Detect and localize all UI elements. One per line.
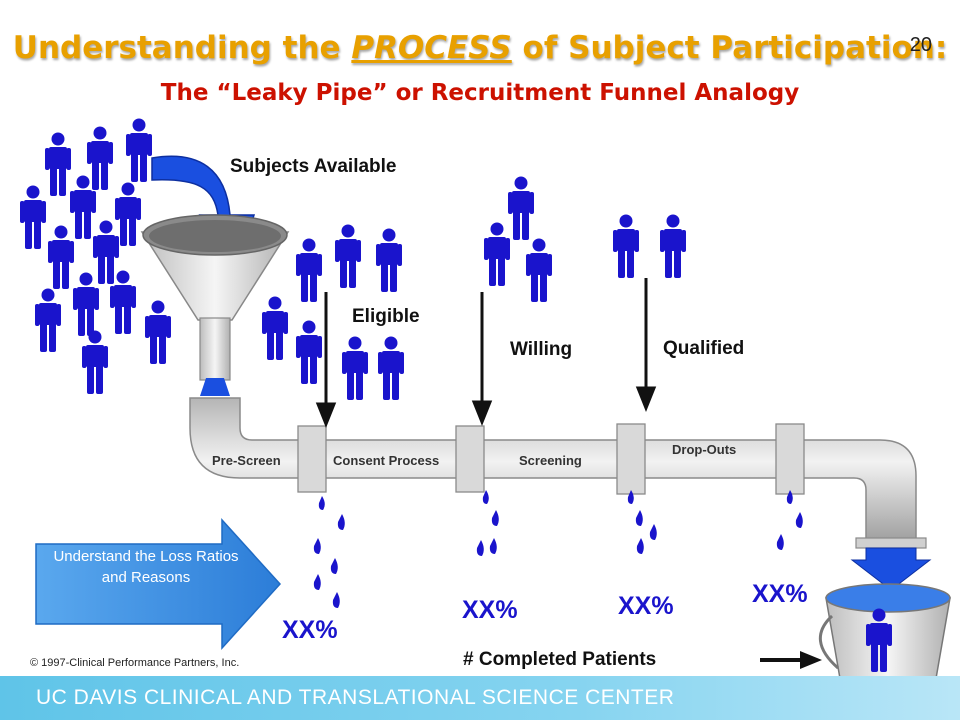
down-arrow-icon [850, 547, 932, 591]
segment-drop-outs: Drop-Outs [672, 442, 737, 457]
footer-text: UC DAVIS CLINICAL AND TRANSLATIONAL SCIE… [36, 686, 675, 709]
person-icon [93, 220, 119, 284]
person-icon [73, 272, 99, 336]
funnel-icon [140, 214, 290, 396]
person-icon [115, 182, 141, 246]
label-qualified: Qualified [663, 338, 745, 359]
segment-pre-screen: Pre-Screen [212, 453, 281, 468]
slide-subtitle: The “Leaky Pipe” or Recruitment Funnel A… [160, 80, 800, 106]
person-icon [484, 222, 510, 286]
person-icon [376, 228, 402, 292]
copyright-text: © 1997-Clinical Performance Partners, In… [30, 657, 240, 669]
water-drop-icon [313, 490, 803, 608]
person-icon [82, 330, 108, 394]
loss-ratio-screening: XX% [618, 592, 674, 620]
person-icon [660, 214, 686, 278]
loss-ratio-pre-screen: XX% [282, 616, 338, 644]
person-icon [296, 238, 322, 302]
person-icon [613, 214, 639, 278]
down-arrow-icon [635, 278, 657, 413]
person-icon [87, 126, 113, 190]
loss-ratio-consent: XX% [462, 596, 518, 624]
person-icon [262, 296, 288, 360]
person-icon [508, 176, 534, 240]
page-number: 20 [909, 34, 932, 56]
person-icon [342, 336, 368, 400]
person-icon [335, 224, 361, 288]
qualified-people [613, 214, 686, 278]
person-icon [126, 118, 152, 182]
person-icon [48, 225, 74, 289]
down-arrow-icon [315, 292, 337, 429]
person-icon [526, 238, 552, 302]
person-icon [296, 320, 322, 384]
footer-bar: UC DAVIS CLINICAL AND TRANSLATIONAL SCIE… [0, 676, 960, 720]
right-arrow-icon [760, 651, 822, 669]
label-eligible: Eligible [352, 306, 420, 327]
person-icon [378, 336, 404, 400]
right-arrow-icon [35, 518, 282, 650]
label-willing: Willing [510, 339, 573, 360]
crowd-of-people [20, 118, 171, 394]
bucket-icon [818, 583, 951, 691]
callout-text: Understand the Loss Ratios and Reasons [53, 548, 239, 586]
down-arrow-icon [471, 292, 493, 427]
label-subjects-available: Subjects Available [230, 156, 397, 177]
loss-ratio-drop-outs: XX% [752, 580, 808, 608]
person-icon [145, 300, 171, 364]
segment-screening: Screening [519, 453, 582, 468]
segment-consent-process: Consent Process [333, 453, 440, 468]
willing-people [484, 176, 552, 302]
person-icon [20, 185, 46, 249]
pipe-icon [189, 397, 927, 549]
slide-title: Understanding the PROCESS of Subject Par… [12, 30, 948, 66]
label-completed-patients: # Completed Patients [463, 649, 657, 670]
person-icon [45, 132, 71, 196]
person-icon [35, 288, 61, 352]
